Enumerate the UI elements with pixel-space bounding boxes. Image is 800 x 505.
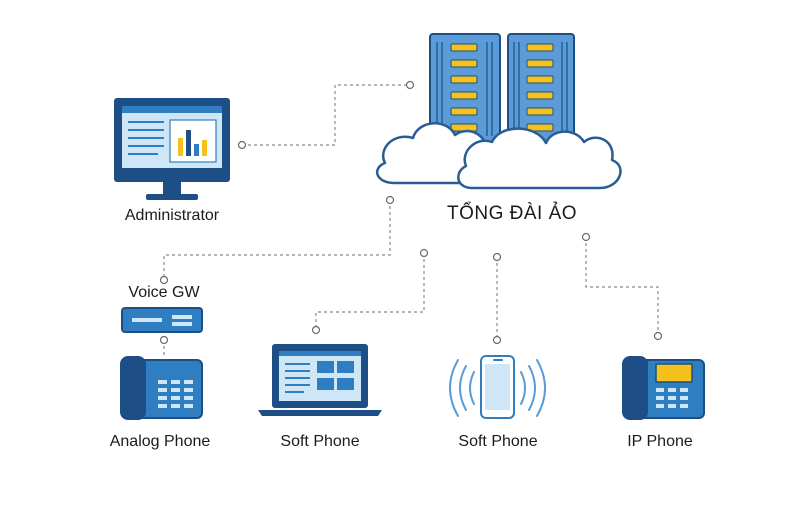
mobile-soft-phone-icon [449,355,546,419]
server-rack-left-icon [429,33,501,150]
analog-phone-label: Analog Phone [109,433,211,450]
soft-phone-mobile-label: Soft Phone [458,433,538,450]
connector-administrator [242,84,410,146]
voice-gw-label: Voice GW [128,284,200,301]
administrator-monitor-icon [114,98,230,200]
connector-ip-phone [585,237,659,336]
connector-soft-phone-laptop [315,253,425,330]
laptop-soft-phone-icon [258,344,382,416]
soft-phone-laptop-label: Soft Phone [280,433,360,450]
server-rack-right-icon [507,33,575,150]
cloud-icon [375,122,622,190]
cloud-title: TỔNG ĐÀI ẢO [446,203,578,224]
analog-phone-icon [120,356,203,420]
voice-gw-device-icon [121,307,203,333]
connector-endpoints [159,80,663,345]
connector-voice-gw [163,200,391,280]
connectors [163,84,659,357]
administrator-label: Administrator [124,207,220,224]
ip-phone-icon [622,356,705,420]
ip-phone-label: IP Phone [627,433,693,450]
